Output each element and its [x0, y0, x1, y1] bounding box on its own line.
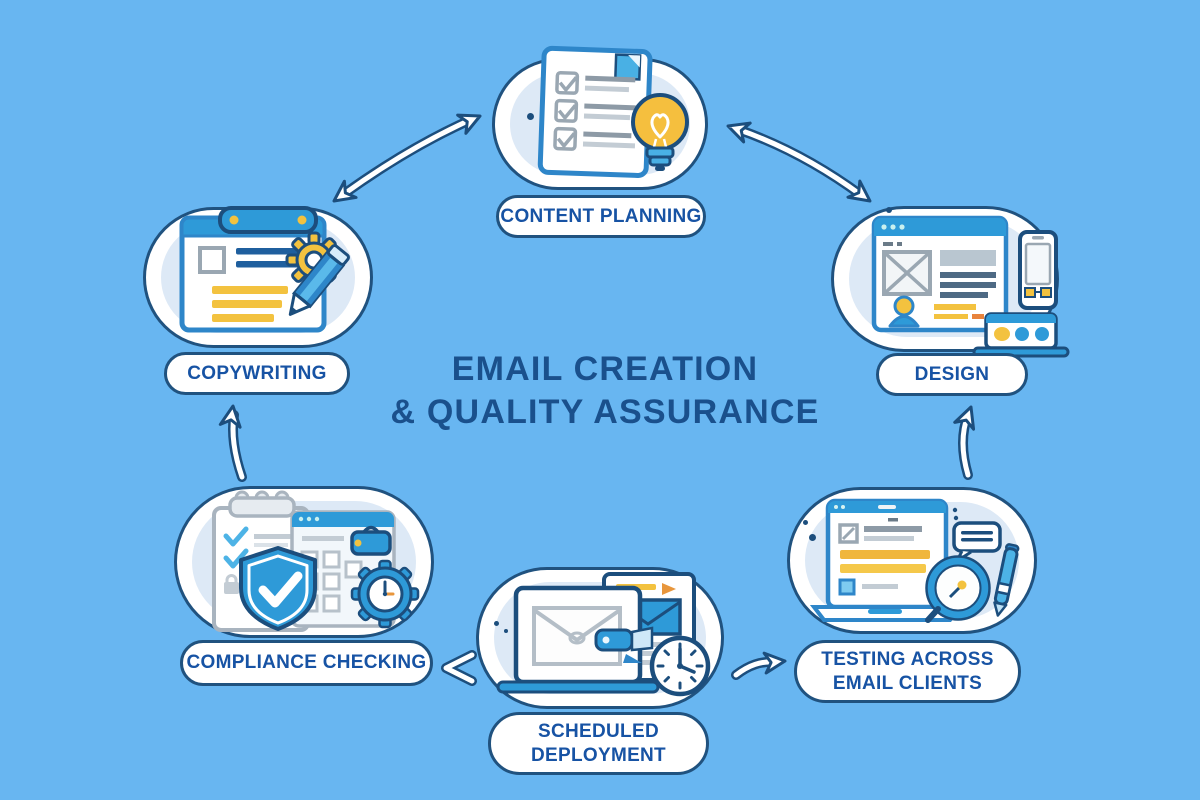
node-label-scheduled-deployment: SCHEDULED DEPLOYMENT: [488, 712, 709, 775]
double-arrow-copywriting-content-icon: [332, 113, 482, 203]
double-arrow-content-design-icon: [726, 121, 872, 203]
label-text-line2: DEPLOYMENT: [531, 744, 666, 766]
diagram-title-line2: & QUALITY ASSURANCE: [390, 392, 820, 431]
decorative-dot: [886, 207, 892, 213]
node-label-compliance-checking: COMPLIANCE CHECKING: [180, 640, 433, 686]
node-label-content-planning: CONTENT PLANNING: [496, 195, 706, 238]
laptop-checklist-magnifier-icon: [809, 498, 1020, 623]
label-text-line1: SCHEDULED: [538, 720, 659, 742]
label-text: CONTENT PLANNING: [500, 205, 702, 227]
label-text: DESIGN: [914, 363, 990, 385]
notepad-pencil-gear-icon: [179, 206, 350, 333]
diagram-title-line1: EMAIL CREATION: [451, 350, 759, 388]
laptop-email-clock-icon: [496, 572, 711, 697]
decorative-dot: [809, 534, 816, 541]
label-text: COPYWRITING: [187, 362, 327, 384]
node-label-testing: TESTING ACROSS EMAIL CLIENTS: [794, 640, 1021, 703]
checklist-lightbulb-icon: [537, 45, 689, 178]
label-text-line2: EMAIL CLIENTS: [832, 672, 983, 694]
decorative-dot: [527, 113, 534, 120]
label-text: COMPLIANCE CHECKING: [186, 652, 427, 674]
arrow-deployment-to-testing-icon: [731, 651, 787, 680]
decorative-dot: [803, 520, 808, 525]
arrow-deployment-to-compliance-icon: [441, 650, 477, 686]
browser-phone-laptop-icon: [871, 215, 1070, 358]
arrow-testing-to-design-icon: [953, 405, 976, 480]
decorative-dot: [494, 621, 499, 626]
arrow-compliance-to-copywriting-icon: [218, 404, 247, 482]
label-text-line1: TESTING ACROSS: [821, 648, 994, 670]
clipboard-shield-gear-icon: [212, 490, 420, 632]
node-label-design: DESIGN: [876, 353, 1028, 396]
decorative-dot: [504, 629, 508, 633]
diagram-title: EMAIL CREATION & QUALITY ASSURANCE: [330, 348, 880, 434]
node-label-copywriting: COPYWRITING: [164, 352, 350, 395]
